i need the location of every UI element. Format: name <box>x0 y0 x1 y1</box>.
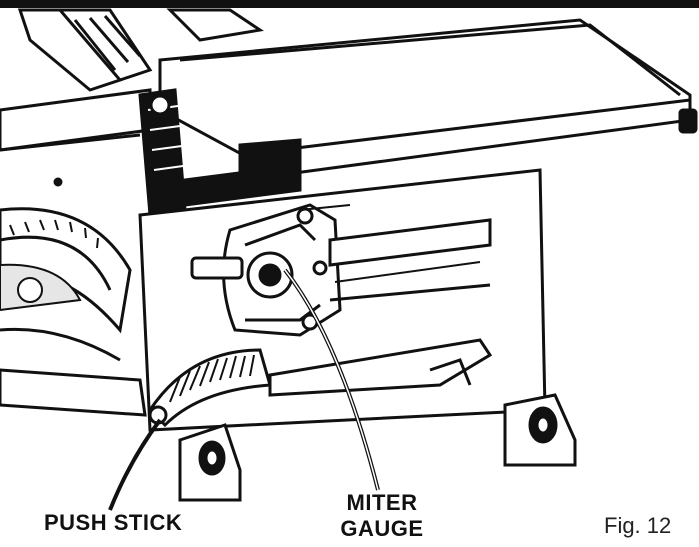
miter-gauge <box>190 203 481 337</box>
blade-guard <box>17 8 264 92</box>
push-stick-callout: PUSH STICK <box>44 510 183 535</box>
fence-end-cap <box>678 108 698 134</box>
fence-lock-handle <box>138 88 187 217</box>
miter-gauge-leader-tip <box>284 269 379 491</box>
push-stick <box>148 348 272 428</box>
table-top <box>0 88 152 152</box>
top-border <box>0 0 699 8</box>
miter-gauge-callout: MITER GAUGE <box>332 490 432 542</box>
housing-screw <box>53 177 63 187</box>
push-stick-leader <box>108 418 162 511</box>
push-stick-storage <box>268 338 493 397</box>
miter-gauge-callout-line1: MITER <box>346 490 418 515</box>
figure-caption: Fig. 12 <box>604 513 672 538</box>
right-foot <box>503 393 577 467</box>
left-foot <box>178 423 242 502</box>
miter-gauge-callout-line2: GAUGE <box>340 516 424 541</box>
bevel-scale <box>0 177 147 417</box>
miter-slot-bar <box>328 218 492 302</box>
trunnion-gear <box>0 263 82 312</box>
